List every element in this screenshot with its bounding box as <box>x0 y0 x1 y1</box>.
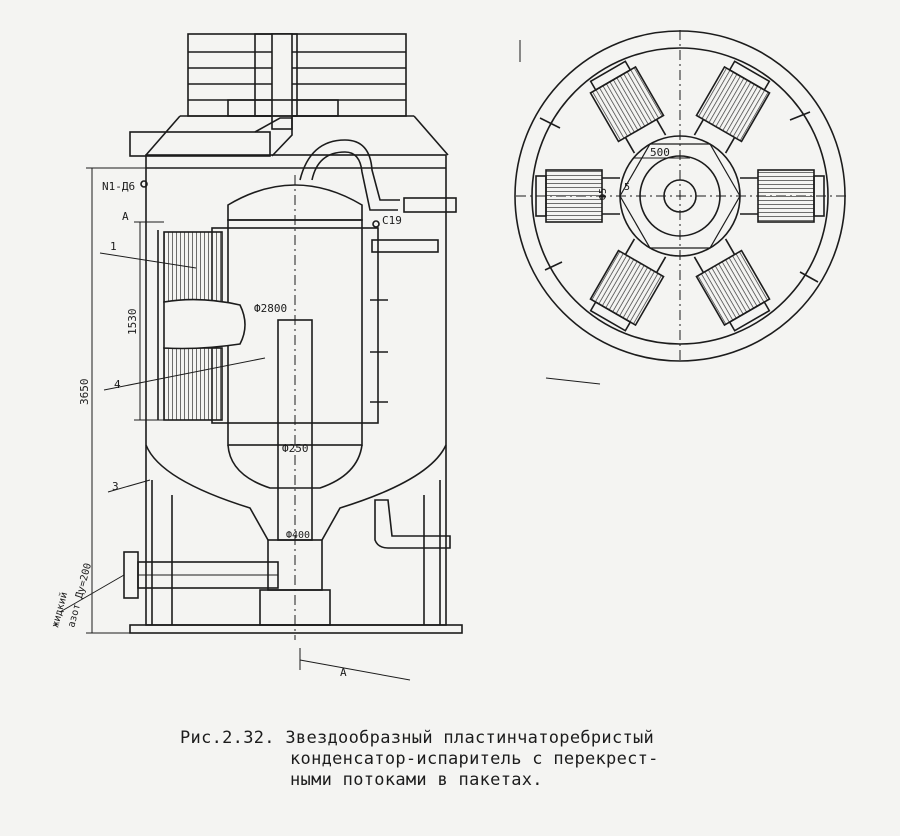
fin-pack-radial <box>589 249 665 327</box>
label-section-a-bottom: A <box>340 666 347 679</box>
side-view <box>59 33 463 681</box>
fin-pack-radial <box>695 249 771 327</box>
fin-pack-upper <box>163 231 223 303</box>
dim-pack-height: 1530 <box>126 309 139 336</box>
left-duct <box>129 131 271 157</box>
fin-pack-lower <box>163 347 223 421</box>
label-nitrogen: азот Ду=200 <box>66 562 94 629</box>
label-position-1: 1 <box>110 240 117 253</box>
plan-view <box>514 30 846 385</box>
fin-pack-radial <box>589 65 665 143</box>
technical-drawing: N1-Д6 A 1 4 3 3650 1530 Ф2800 Ф250 Ф400 … <box>49 30 846 681</box>
base-plate <box>129 624 463 634</box>
label-c19: C19 <box>382 214 402 227</box>
caption-line-3: ными потоками в пакетах. <box>290 770 543 790</box>
label-5: 5 <box>624 182 630 193</box>
fin-pack-radial <box>545 169 603 223</box>
caption-text-1: Звездообразный пластинчаторебристый <box>285 728 655 748</box>
fin-pack-radial <box>757 169 815 223</box>
label-f5: Ф5 <box>598 188 609 200</box>
label-nozzle: N1-Д6 <box>102 180 135 193</box>
dim-bottom-diameter: Ф400 <box>286 530 310 541</box>
label-position-3: 3 <box>112 480 119 493</box>
caption-number: Рис.2.32. <box>180 728 275 748</box>
label-section-a: A <box>122 210 129 223</box>
label-position-4: 4 <box>114 378 121 391</box>
dim-500: 500 <box>650 146 670 159</box>
dim-total-height: 3650 <box>78 379 91 406</box>
inner-vessel <box>227 219 363 446</box>
caption-line-1: Рис.2.32. Звездообразный пластинчаторебр… <box>180 728 740 749</box>
fin-pack-radial <box>695 65 771 143</box>
vessel-top-dome <box>227 184 363 221</box>
dim-pipe-diameter: Ф250 <box>282 442 309 455</box>
caption-line-2: конденсатор-испаритель с перекрест- <box>290 749 659 769</box>
dim-vessel-diameter: Ф2800 <box>254 302 287 315</box>
figure-caption: Рис.2.32. Звездообразный пластинчаторебр… <box>180 728 740 791</box>
